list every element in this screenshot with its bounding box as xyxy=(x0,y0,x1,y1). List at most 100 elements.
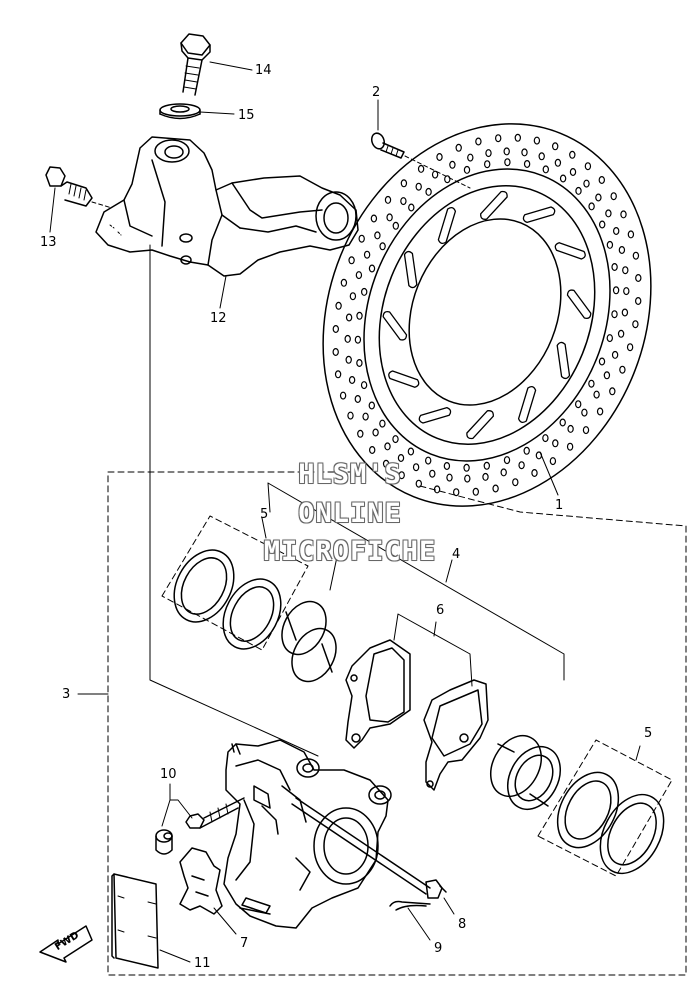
callout-6: 6 xyxy=(436,603,445,618)
disc-hole xyxy=(609,387,616,396)
disc-hole xyxy=(523,446,530,455)
disc-hole xyxy=(392,435,399,444)
leader-15 xyxy=(199,111,235,115)
disc-hole xyxy=(635,274,642,283)
watermark-line-2: ONLINE xyxy=(298,498,402,529)
disc-hole xyxy=(368,401,375,410)
leader-9 xyxy=(407,907,431,941)
bolt-axis-line xyxy=(91,201,113,209)
disc-hole xyxy=(347,411,354,420)
disc-hole xyxy=(397,454,405,463)
disc-bolt xyxy=(370,132,405,159)
disc-hole xyxy=(433,485,441,494)
center-line xyxy=(149,244,319,757)
leader-12 xyxy=(219,275,227,309)
brake-disc xyxy=(322,123,652,507)
disc-hole xyxy=(500,468,507,477)
disc-hole xyxy=(392,221,399,230)
disc-hole xyxy=(635,297,642,306)
forward-arrow-icon xyxy=(39,925,93,963)
disc-hole xyxy=(354,395,361,404)
disc-hole xyxy=(407,447,415,456)
disc-hole xyxy=(533,136,541,145)
disc-hole xyxy=(567,424,574,433)
disc-slot xyxy=(437,206,457,245)
disc-hole xyxy=(623,287,630,296)
disc-hole xyxy=(334,370,342,379)
disc-hole xyxy=(356,311,363,320)
callout-3: 3 xyxy=(62,687,71,702)
disc-hole xyxy=(344,334,351,343)
disc-hole xyxy=(595,193,602,202)
disc-hole xyxy=(575,400,582,409)
disc-hole xyxy=(569,150,576,159)
disc-hole xyxy=(492,484,499,493)
caliper-body xyxy=(223,739,392,929)
disc-hole xyxy=(598,176,606,185)
pad-pin xyxy=(291,797,447,899)
disc-hole xyxy=(582,426,590,435)
disc-hole xyxy=(425,456,432,465)
disc-slot xyxy=(554,242,586,260)
disc-hole xyxy=(552,142,559,151)
callout-13: 13 xyxy=(40,235,57,250)
leader-4 xyxy=(267,482,565,681)
callout-1: 1 xyxy=(555,498,564,513)
callout-7: 7 xyxy=(240,936,249,951)
disc-hole xyxy=(542,434,549,443)
disc-hole xyxy=(552,439,559,448)
callout-11: 11 xyxy=(194,956,211,971)
callout-15: 15 xyxy=(238,108,255,123)
disc-hole xyxy=(626,343,634,352)
disc-hole xyxy=(575,186,582,195)
callout-5-lower: 5 xyxy=(644,726,653,741)
label-card xyxy=(111,873,159,969)
disc-hole xyxy=(599,220,606,229)
disc-hole xyxy=(379,242,386,251)
disc-slot xyxy=(522,206,556,224)
disc-hole xyxy=(485,149,492,158)
disc-hole xyxy=(374,231,381,240)
disc-hole xyxy=(429,469,436,478)
pad-spring xyxy=(179,847,223,915)
disc-hole xyxy=(620,210,627,219)
disc-hole xyxy=(632,320,639,329)
disc-hole xyxy=(382,459,390,468)
disc-hole xyxy=(463,463,470,472)
callout-5-upper: 5 xyxy=(260,507,269,522)
disc-hole xyxy=(398,471,405,480)
leader-8 xyxy=(443,897,455,915)
disc-hole xyxy=(554,158,562,167)
disc-hole xyxy=(408,203,415,212)
disc-hole xyxy=(581,408,588,417)
disc-hole xyxy=(348,376,356,385)
disc-hole xyxy=(425,187,432,196)
bleed-cap xyxy=(155,829,173,855)
disc-hole xyxy=(415,479,422,488)
disc-hole xyxy=(593,390,600,399)
disc-hole xyxy=(369,446,376,455)
disc-hole xyxy=(612,286,620,295)
disc-hole xyxy=(596,407,604,416)
caliper-bracket xyxy=(95,136,359,277)
disc-hole xyxy=(475,137,482,146)
disc-hole xyxy=(611,310,618,319)
disc-hole xyxy=(632,251,640,260)
disc-hole xyxy=(356,359,363,368)
disc-hole xyxy=(503,147,510,156)
disc-hole xyxy=(384,442,391,451)
disc-hole xyxy=(436,153,443,162)
disc-hole xyxy=(542,165,550,174)
disc-hole xyxy=(354,335,362,344)
disc-hole xyxy=(619,365,626,374)
disc-slot xyxy=(418,406,452,424)
disc-hole xyxy=(400,179,408,188)
disc-hole xyxy=(503,456,511,465)
disc-hole xyxy=(467,153,474,162)
disc-hole xyxy=(606,334,614,343)
leader-5 xyxy=(261,517,641,761)
disc-slot xyxy=(517,385,537,424)
disc-hole xyxy=(345,313,353,322)
disc-hole xyxy=(360,381,368,390)
disc-hole xyxy=(455,143,462,152)
